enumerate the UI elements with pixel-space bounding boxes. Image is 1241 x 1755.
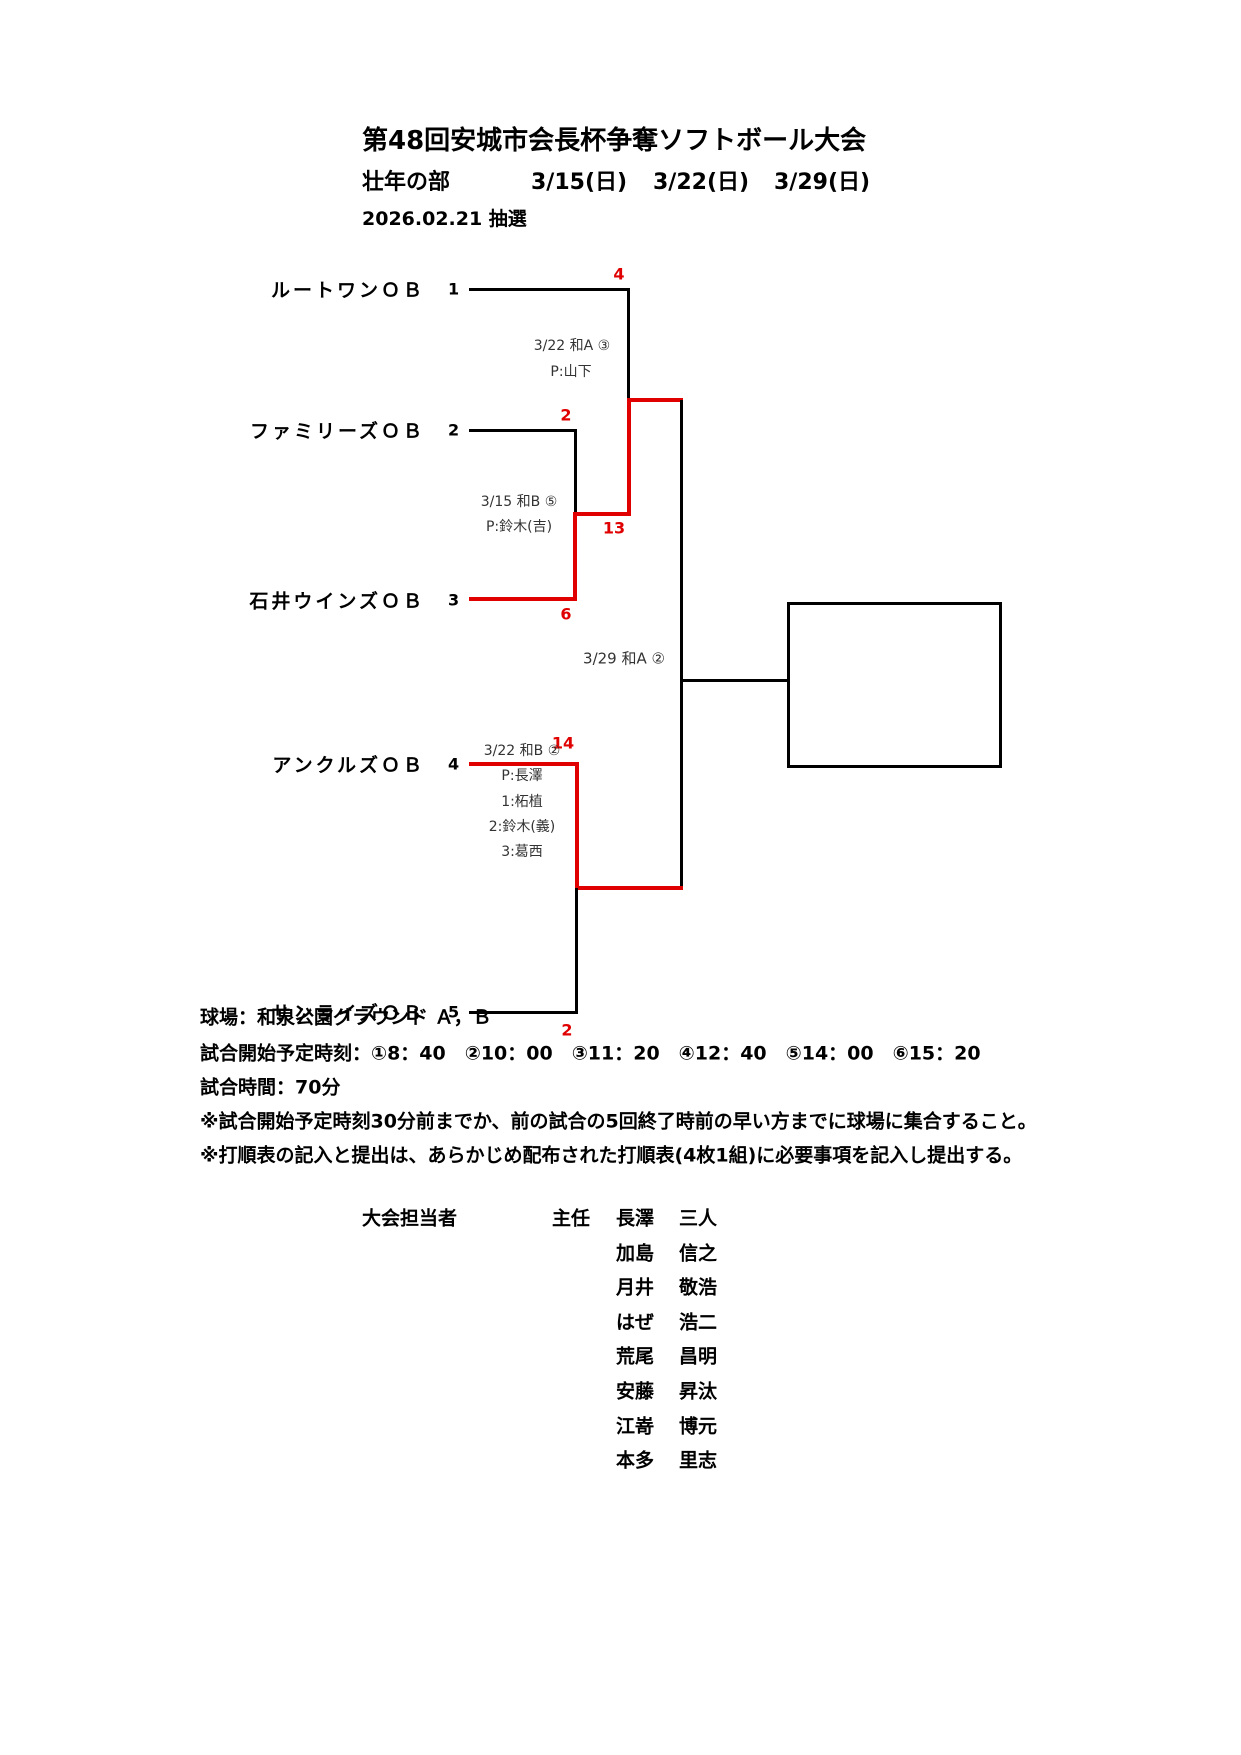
game-note: 1:柘植 — [501, 794, 543, 810]
staff-surname: 本多 — [616, 1449, 655, 1472]
bracket-line — [680, 400, 683, 890]
team-name: ルートワンＯＢ — [270, 279, 425, 302]
game-note: P:鈴木(吉) — [485, 519, 553, 535]
staff-label: 大会担当者 — [362, 1207, 458, 1230]
staff-surname: 江嵜 — [616, 1415, 655, 1438]
game-note: 3/29 和A ② — [583, 649, 665, 668]
date-2: 3/22(日) — [653, 170, 750, 195]
info-note-2: ※打順表の記入と提出は、あらかじめ配布された打順表(4枚1組)に必要事項を記入し… — [200, 1144, 1023, 1167]
info-note-1: ※試合開始予定時刻30分前までか、前の試合の5回終了時前の早い方までに球場に集合… — [200, 1110, 1037, 1133]
staff-given: 浩二 — [679, 1311, 718, 1334]
staff-given: 敬浩 — [679, 1276, 718, 1299]
page-title: 第48回安城市会長杯争奪ソフトボール大会 — [362, 126, 867, 156]
staff-surname: はぜ — [616, 1311, 655, 1334]
draw-date: 2026.02.21 抽選 — [362, 208, 527, 230]
chief-label: 主任 — [552, 1207, 591, 1230]
staff-surname: 安藤 — [616, 1380, 655, 1403]
team-name: 石井ウインズＯＢ — [249, 590, 425, 613]
team-seed: 4 — [448, 754, 460, 774]
game-note: 3/15 和B ⑤ — [480, 494, 558, 510]
game-note: 3/22 和A ③ — [533, 338, 611, 354]
score: 14 — [551, 733, 575, 753]
staff-given: 里志 — [679, 1449, 718, 1472]
info-duration: 試合時間：70分 — [200, 1076, 341, 1099]
staff-surname: 荒尾 — [616, 1345, 655, 1368]
score: 2 — [560, 405, 572, 425]
score: 6 — [560, 604, 572, 624]
bracket-line-winner — [627, 398, 683, 402]
date-1: 3/15(日) — [531, 170, 628, 195]
bracket-line-winner — [627, 398, 631, 516]
staff-given: 三人 — [679, 1207, 718, 1230]
team-name: サンライズＯＢ — [271, 1002, 425, 1025]
staff-surname: 長澤 — [616, 1207, 655, 1230]
game-note: P:山下 — [550, 364, 592, 380]
game-note: P:長澤 — [501, 768, 543, 784]
score: 13 — [602, 518, 626, 538]
team-name: アンクルズＯＢ — [272, 754, 425, 777]
team-seed: 5 — [448, 1002, 460, 1022]
info-venue: 球場：和泉公園グラウンド Ａ，Ｂ — [200, 1006, 492, 1029]
staff-surname: 加島 — [616, 1242, 655, 1265]
champion-box — [787, 602, 1002, 768]
bracket-line-winner — [575, 762, 579, 890]
bracket-line — [575, 888, 578, 1014]
bracket-line-final — [680, 679, 788, 682]
bracket-line — [574, 429, 577, 515]
team-name: ファミリーズＯＢ — [249, 420, 425, 443]
score: 4 — [613, 264, 625, 284]
team-seed: 2 — [448, 420, 460, 440]
staff-surname: 月井 — [616, 1276, 655, 1299]
staff-given: 昌明 — [679, 1345, 718, 1368]
staff-given: 昇汰 — [679, 1380, 718, 1403]
info-start-times: 試合開始予定時刻：①8：40 ②10：00 ③11：20 ④12：40 ⑤14：… — [200, 1042, 981, 1065]
team-seed: 3 — [448, 590, 460, 610]
bracket-line-winner — [573, 512, 577, 600]
bracket-line-team1 — [469, 288, 630, 291]
bracket-line-winner — [575, 886, 683, 890]
bracket-line-team2 — [469, 429, 576, 432]
bracket-line-winner — [573, 512, 631, 516]
game-note: 3/22 和B ② — [483, 743, 561, 759]
division-label: 壮年の部 — [362, 170, 451, 195]
team-seed: 1 — [448, 279, 460, 299]
game-note: 2:鈴木(義) — [488, 819, 556, 835]
date-3: 3/29(日) — [774, 170, 871, 195]
bracket-line-team3 — [469, 597, 577, 601]
score: 2 — [561, 1020, 573, 1040]
staff-given: 信之 — [679, 1242, 718, 1265]
bracket-line — [627, 288, 630, 401]
game-note: 3:葛西 — [501, 844, 543, 860]
bracket-line-team4 — [469, 762, 579, 766]
staff-given: 博元 — [679, 1415, 718, 1438]
bracket-line-team5 — [469, 1011, 578, 1014]
